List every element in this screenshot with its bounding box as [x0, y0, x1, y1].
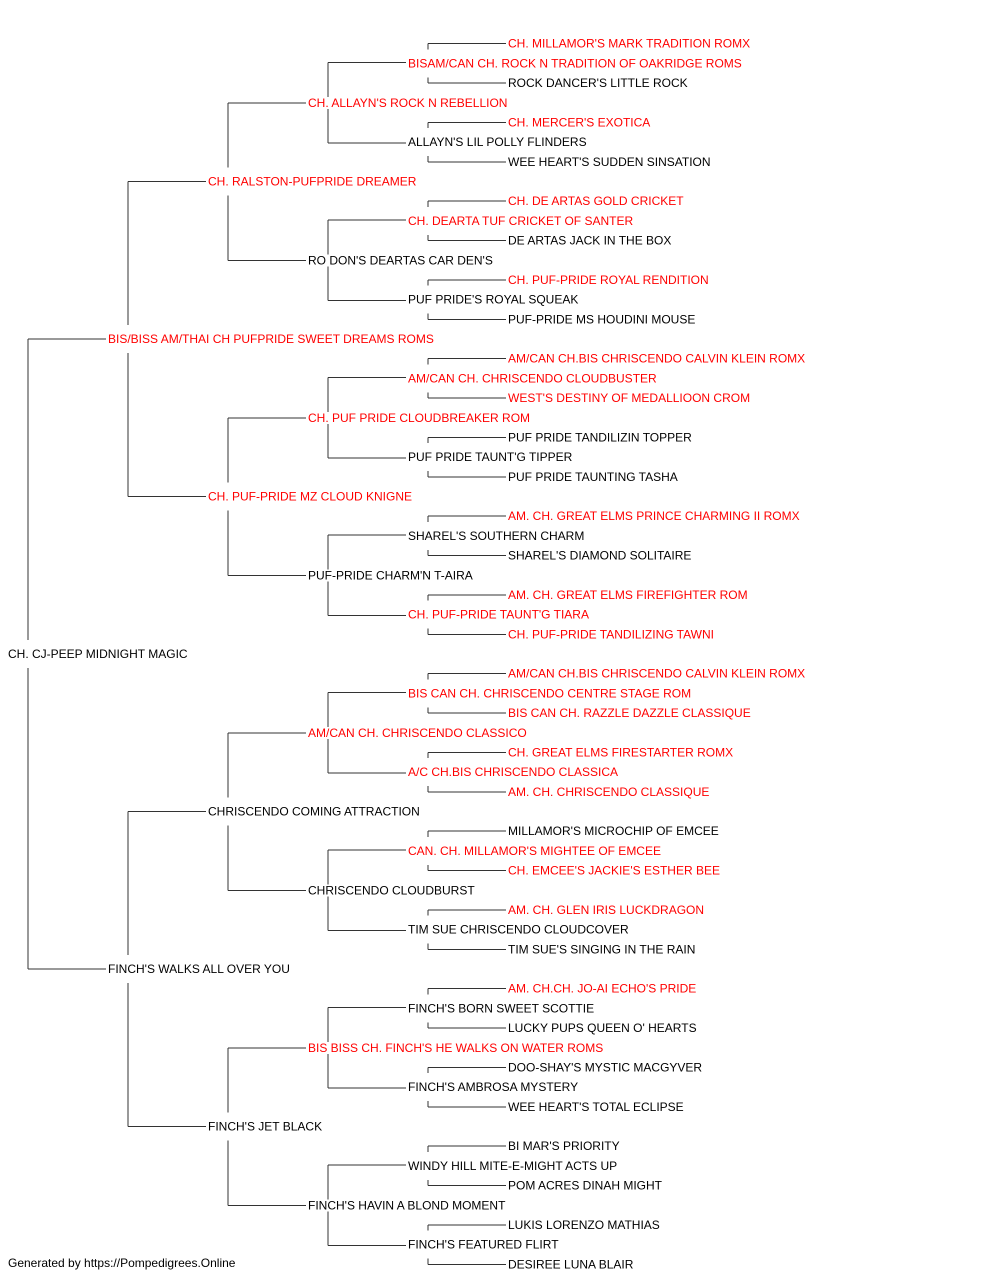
dog-name: A/C CH.BIS CHRISCENDO CLASSICA [408, 765, 618, 779]
dog-name: DESIREE LUNA BLAIR [508, 1257, 634, 1271]
dog-name: POM ACRES DINAH MIGHT [508, 1179, 663, 1193]
dog-name: AM. CH. GREAT ELMS PRINCE CHARMING II RO… [508, 509, 800, 523]
dog-name: PUF-PRIDE MS HOUDINI MOUSE [508, 312, 695, 326]
dog-name: CH. PUF-PRIDE MZ CLOUD KNIGNE [208, 490, 412, 504]
dog-name: AM. CH. GLEN IRIS LUCKDRAGON [508, 903, 704, 917]
dog-name: CHRISCENDO CLOUDBURST [308, 883, 475, 897]
dog-name: SHAREL'S SOUTHERN CHARM [408, 529, 584, 543]
dog-name: CH. PUF-PRIDE TANDILIZING TAWNI [508, 627, 714, 641]
dog-name: CH. PUF PRIDE CLOUDBREAKER ROM [308, 411, 530, 425]
dog-name: ROCK DANCER'S LITTLE ROCK [508, 76, 688, 90]
dog-name: CH. PUF-PRIDE TAUNT'G TIARA [408, 608, 589, 622]
dog-name: FINCH'S FEATURED FLIRT [408, 1238, 559, 1252]
dog-name: WEST'S DESTINY OF MEDALLIOON CROM [508, 391, 750, 405]
dog-name: BISAM/CAN CH. ROCK N TRADITION OF OAKRID… [408, 56, 742, 70]
dog-name: PUF PRIDE TAUNT'G TIPPER [408, 450, 573, 464]
dog-name: SHAREL'S DIAMOND SOLITAIRE [508, 549, 691, 563]
dog-name: WEE HEART'S SUDDEN SINSATION [508, 155, 711, 169]
dog-name: CH. RALSTON-PUFPRIDE DREAMER [208, 175, 417, 189]
dog-name: FINCH'S HAVIN A BLOND MOMENT [308, 1198, 506, 1212]
dog-name: LUCKY PUPS QUEEN O' HEARTS [508, 1021, 697, 1035]
dog-name: DE ARTAS JACK IN THE BOX [508, 234, 671, 248]
dog-name: CH. PUF-PRIDE ROYAL RENDITION [508, 273, 709, 287]
dog-name: CH. GREAT ELMS FIRESTARTER ROMX [508, 745, 733, 759]
dog-name: FINCH'S JET BLACK [208, 1120, 322, 1134]
dog-name: MILLAMOR'S MICROCHIP OF EMCEE [508, 824, 719, 838]
dog-name: RO DON'S DEARTAS CAR DEN'S [308, 253, 493, 267]
dog-name: CH. EMCEE'S JACKIE'S ESTHER BEE [508, 864, 720, 878]
footer-credit: Generated by https://Pompedigrees.Online [8, 1256, 236, 1270]
dog-name: AM. CH. CHRISCENDO CLASSIQUE [508, 785, 709, 799]
dog-name: FINCH'S WALKS ALL OVER YOU [108, 962, 290, 976]
dog-name: CH. DE ARTAS GOLD CRICKET [508, 194, 684, 208]
dog-name: BIS BISS CH. FINCH'S HE WALKS ON WATER R… [308, 1041, 603, 1055]
dog-name: CHRISCENDO COMING ATTRACTION [208, 805, 420, 819]
dog-name: AM. CH. GREAT ELMS FIREFIGHTER ROM [508, 588, 748, 602]
dog-name: FINCH'S AMBROSA MYSTERY [408, 1080, 578, 1094]
dog-name: BIS CAN CH. RAZZLE DAZZLE CLASSIQUE [508, 706, 751, 720]
dog-name: AM/CAN CH.BIS CHRISCENDO CALVIN KLEIN RO… [508, 667, 805, 681]
dog-name: ALLAYN'S LIL POLLY FLINDERS [408, 135, 587, 149]
dog-name: BIS/BISS AM/THAI CH PUFPRIDE SWEET DREAM… [108, 332, 434, 346]
dog-name: PUF PRIDE'S ROYAL SQUEAK [408, 293, 578, 307]
dog-name: AM. CH.CH. JO-AI ECHO'S PRIDE [508, 982, 696, 996]
dog-name: DOO-SHAY'S MYSTIC MACGYVER [508, 1060, 702, 1074]
dog-name: PUF PRIDE TAUNTING TASHA [508, 470, 678, 484]
dog-name: FINCH'S BORN SWEET SCOTTIE [408, 1001, 594, 1015]
dog-name: CH. CJ-PEEP MIDNIGHT MAGIC [8, 647, 188, 661]
dog-name: AM/CAN CH. CHRISCENDO CLASSICO [308, 726, 527, 740]
dog-name: BIS CAN CH. CHRISCENDO CENTRE STAGE ROM [408, 686, 691, 700]
dog-name: CH. MERCER'S EXOTICA [508, 115, 650, 129]
dog-name: AM/CAN CH. CHRISCENDO CLOUDBUSTER [408, 371, 657, 385]
dog-name: LUKIS LORENZO MATHIAS [508, 1218, 660, 1232]
dog-name: CAN. CH. MILLAMOR'S MIGHTEE OF EMCEE [408, 844, 661, 858]
dog-name: CH. MILLAMOR'S MARK TRADITION ROMX [508, 37, 750, 51]
dog-name: TIM SUE CHRISCENDO CLOUDCOVER [408, 923, 629, 937]
dog-name: TIM SUE'S SINGING IN THE RAIN [508, 942, 695, 956]
dog-name: BI MAR'S PRIORITY [508, 1139, 620, 1153]
dog-name: CH. DEARTA TUF CRICKET OF SANTER [408, 214, 633, 228]
dog-name: WINDY HILL MITE-E-MIGHT ACTS UP [408, 1159, 617, 1173]
dog-name: WEE HEART'S TOTAL ECLIPSE [508, 1100, 684, 1114]
dog-name: PUF PRIDE TANDILIZIN TOPPER [508, 430, 692, 444]
dog-name: PUF-PRIDE CHARM'N T-AIRA [308, 568, 473, 582]
dog-name: AM/CAN CH.BIS CHRISCENDO CALVIN KLEIN RO… [508, 352, 805, 366]
dog-name: CH. ALLAYN'S ROCK N REBELLION [308, 96, 507, 110]
